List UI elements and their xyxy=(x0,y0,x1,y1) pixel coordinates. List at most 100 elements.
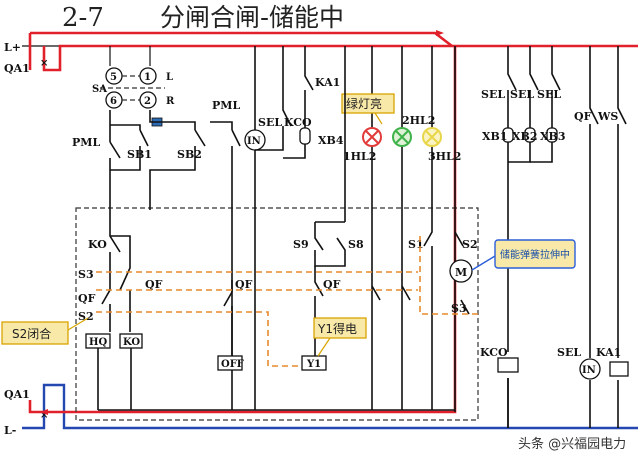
sb2-label: SB2 xyxy=(177,148,202,161)
in-bottom-lamp xyxy=(579,358,601,380)
sel2-branch xyxy=(508,46,539,163)
ws-branch xyxy=(617,46,627,428)
s3-left-label: S3 xyxy=(78,268,94,281)
svg-text:IN: IN xyxy=(582,365,596,376)
xb4-plate xyxy=(299,127,311,145)
s2-left-label: S2 xyxy=(78,310,94,323)
off-coil xyxy=(217,355,243,371)
svg-text:2: 2 xyxy=(144,96,151,107)
qa1-bottom-label: QA1 xyxy=(4,388,30,401)
svg-text:R: R xyxy=(166,96,175,107)
xb4-label: XB4 xyxy=(318,134,344,147)
bus-minus-label: L- xyxy=(4,424,16,437)
y1-coil xyxy=(301,355,327,371)
hq-ko-down xyxy=(97,348,132,410)
qf-left-label: QF xyxy=(78,292,96,305)
svg-text:M: M xyxy=(455,266,467,279)
pml-mid-label: PML xyxy=(212,99,240,112)
sel-bottom-label: SEL xyxy=(557,346,581,359)
qf-coil-label: QF xyxy=(145,278,163,291)
s2-right-contact xyxy=(454,231,464,247)
sa-selector: 5 1 6 2 L R SA xyxy=(92,46,175,109)
hl1-label: 1HL2 xyxy=(343,150,376,163)
ka1-switch xyxy=(304,46,314,128)
xb4-out xyxy=(283,144,306,159)
sel-left-label: SEL xyxy=(258,116,282,129)
ka1-top-label: KA1 xyxy=(315,76,340,89)
s9-label: S9 xyxy=(293,238,309,251)
qa1-top-x: × xyxy=(40,58,48,69)
sel1-label: SEL xyxy=(481,88,505,101)
ko-qf-chain xyxy=(101,210,121,332)
s8-label: S8 xyxy=(348,238,364,251)
s9-s8-pair xyxy=(314,46,346,267)
qf-mid-contact xyxy=(223,280,233,356)
svg-text:1: 1 xyxy=(144,72,151,83)
watermark: 头条 @兴福园电力 xyxy=(518,436,626,452)
hl1-inner-contact xyxy=(371,285,381,301)
kco-top-label: KCO xyxy=(284,116,312,129)
qf-y-contact xyxy=(314,266,324,356)
xb1-plate xyxy=(502,127,514,143)
sel2-label: SEL xyxy=(510,88,534,101)
svg-text:L: L xyxy=(166,72,173,83)
plus-bus-red xyxy=(42,44,638,72)
plus-flow-path xyxy=(30,31,453,48)
s3-right-label: S3 xyxy=(451,302,467,315)
sel1-branch xyxy=(507,46,517,428)
page-title: 分闸合闸-储能中 xyxy=(160,3,344,32)
y1-callout xyxy=(313,317,367,339)
sb1-contact xyxy=(109,130,121,210)
hl3-label: 3HL2 xyxy=(428,150,461,163)
kco-bottom-label: KCO xyxy=(480,346,508,359)
minus-bus-blue xyxy=(22,383,638,430)
green-lamp-callout-pointer xyxy=(374,112,383,125)
ws-label: WS xyxy=(597,110,618,123)
hl2-inner-contact xyxy=(401,285,411,301)
ko-top-label: KO xyxy=(88,238,107,251)
ka1-bottom-coil xyxy=(609,361,629,377)
svg-text:IN: IN xyxy=(247,136,261,147)
green-lamp-callout xyxy=(341,93,395,114)
bus-plus-label: L+ xyxy=(4,41,21,54)
s3-right-contact xyxy=(460,299,470,315)
ka1-bottom-label: KA1 xyxy=(596,346,621,359)
kco-bottom-coil xyxy=(497,357,519,373)
title-code: 2-7 xyxy=(62,3,104,33)
xb3-label: XB3 xyxy=(540,130,566,143)
sel3-branch xyxy=(530,46,561,163)
spring-callout-pointer xyxy=(471,255,496,271)
svg-text:Y1: Y1 xyxy=(306,359,321,370)
spring-callout xyxy=(494,239,576,269)
qf-right-label: QF xyxy=(574,110,592,123)
qa1-bottom-x: × xyxy=(40,410,48,421)
spring-callout-text: 储能弹簧拉伸中 xyxy=(500,248,570,261)
pml-left-label: PML xyxy=(72,136,100,149)
qf-right-branch xyxy=(589,46,599,428)
hl3-lamp-cross xyxy=(425,130,439,144)
sb1-switch xyxy=(110,124,149,171)
green-lamp-callout-text: 绿灯亮 xyxy=(346,96,382,111)
s2-closed-pointer xyxy=(67,317,89,331)
svg-text:KO: KO xyxy=(123,337,140,348)
svg-text:5: 5 xyxy=(110,72,117,83)
hl2-label: 2HL2 xyxy=(402,114,435,127)
hl1-lamp-cross xyxy=(365,130,379,144)
svg-text:SA: SA xyxy=(92,84,107,95)
sb1-label: SB1 xyxy=(127,148,152,161)
s2-to-y1-dash xyxy=(96,311,302,367)
s1-label: S1 xyxy=(408,238,424,251)
sb2-switch xyxy=(149,110,206,210)
motor xyxy=(449,259,473,283)
s2-closed-text: S2闭合 xyxy=(12,326,51,341)
s2-right-label: S2 xyxy=(462,238,478,251)
flow-arrow-bottom xyxy=(40,409,48,415)
svg-text:HQ: HQ xyxy=(89,337,107,348)
svg-text:OFF: OFF xyxy=(221,359,244,370)
ko-parallel xyxy=(110,235,131,332)
sel3-label: SEL xyxy=(537,88,561,101)
xb2-label: XB2 xyxy=(512,130,538,143)
hl2-lamp-cross xyxy=(395,130,409,144)
